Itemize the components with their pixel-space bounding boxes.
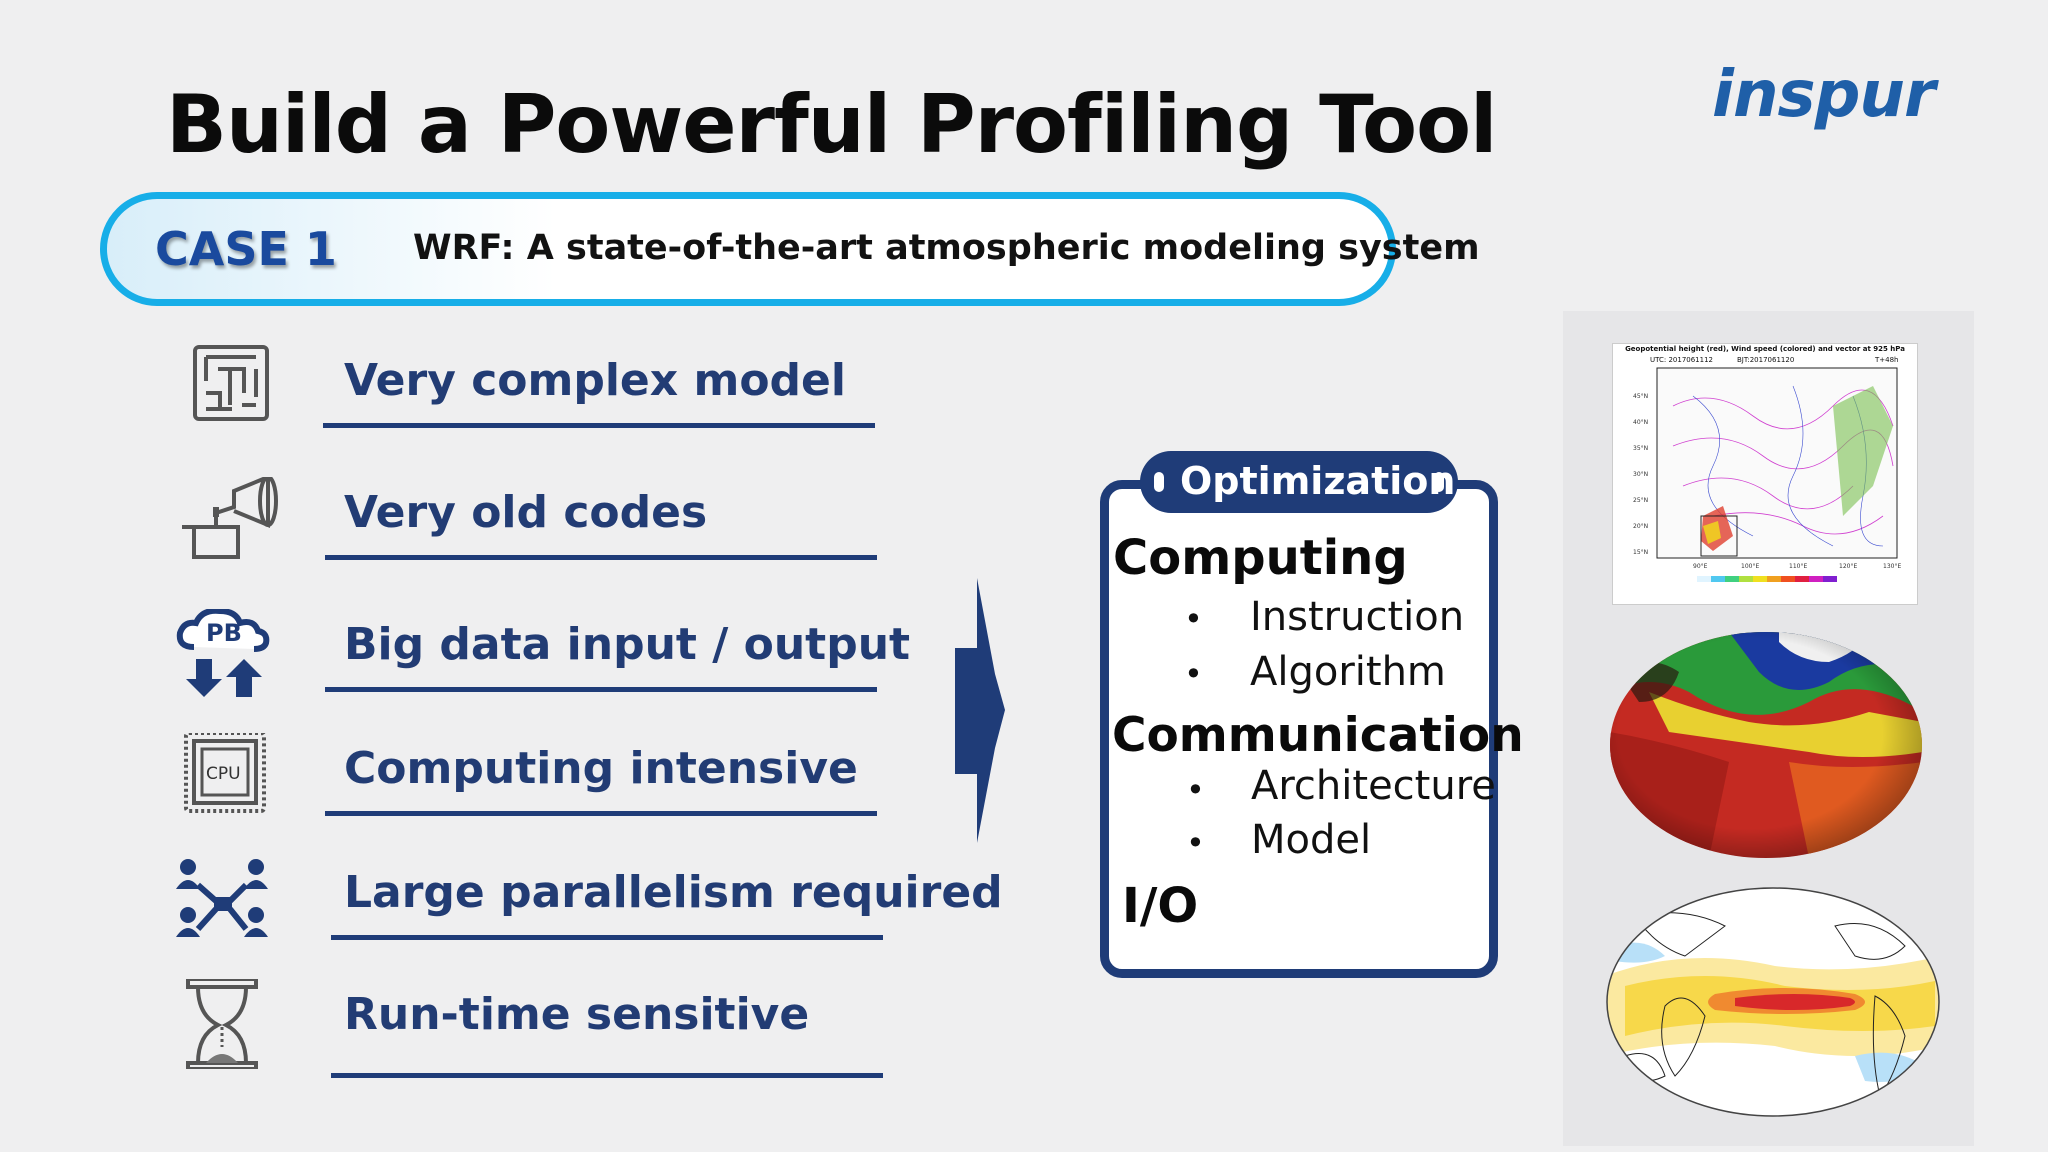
svg-text:CPU: CPU (206, 764, 241, 784)
inspur-logo: inspur (1712, 58, 1936, 132)
svg-text:20°N: 20°N (1633, 523, 1648, 530)
computing-heading: Computing (1113, 530, 1408, 586)
feature-row: Very complex model (0, 345, 920, 465)
feature-label: Large parallelism required (344, 867, 1003, 918)
map-caption: Geopotential height (red), Wind speed (c… (1625, 345, 1905, 353)
bullet-icon: • (1184, 600, 1203, 638)
case-banner (100, 192, 1396, 306)
io-heading: I/O (1122, 878, 1199, 934)
ocean-globe-image (1610, 632, 1922, 858)
svg-text:30°N: 30°N (1633, 471, 1648, 478)
feature-row: CPU Computing intensive (0, 731, 920, 853)
network-people-icon (176, 857, 286, 947)
cpu-icon: CPU (176, 731, 286, 823)
svg-text:100°E: 100°E (1741, 563, 1759, 570)
list-item: Algorithm (1250, 649, 1446, 695)
cloud-pb-icon: PB (176, 607, 286, 699)
dot-icon (1154, 472, 1164, 492)
divider (325, 555, 877, 560)
list-item: Architecture (1251, 763, 1496, 809)
communication-heading: Communication (1112, 708, 1524, 763)
dot-icon (1434, 472, 1444, 492)
page-title: Build a Powerful Profiling Tool (166, 78, 1497, 171)
list-item: Model (1251, 817, 1372, 863)
divider (323, 423, 875, 428)
weather-map-image: Geopotential height (red), Wind speed (c… (1612, 343, 1918, 605)
gramophone-icon (176, 474, 286, 567)
feature-label: Very complex model (344, 355, 846, 406)
bullet-icon: • (1184, 655, 1203, 693)
feature-label: Big data input / output (344, 619, 911, 670)
feature-row: Large parallelism required (0, 857, 1003, 977)
feature-row: Very old codes (0, 474, 920, 597)
feature-label: Run-time sensitive (344, 989, 810, 1040)
map-bjt: BJT:2017061120 (1737, 356, 1795, 364)
optimization-title: Optimization (1180, 459, 1456, 503)
arrow-right-icon (955, 578, 1005, 843)
feature-row: PB Big data input / output (0, 607, 920, 729)
svg-text:130°E: 130°E (1883, 563, 1901, 570)
svg-text:40°N: 40°N (1633, 419, 1648, 426)
map-utc: UTC: 2017061112 (1650, 356, 1713, 364)
bullet-icon: • (1186, 824, 1205, 862)
divider (325, 811, 877, 816)
svg-text:90°E: 90°E (1693, 563, 1708, 570)
case-description: WRF: A state-of-the-art atmospheric mode… (413, 228, 1480, 268)
list-item: Instruction (1250, 594, 1465, 640)
sst-anomaly-map-image (1606, 887, 1940, 1117)
svg-text:PB: PB (206, 619, 242, 647)
feature-row: Run-time sensitive (0, 977, 920, 1099)
divider (331, 935, 883, 940)
bullet-icon: • (1186, 771, 1205, 809)
svg-text:25°N: 25°N (1633, 497, 1648, 504)
svg-text:45°N: 45°N (1633, 393, 1648, 400)
hourglass-icon (176, 977, 286, 1071)
feature-label: Computing intensive (344, 743, 858, 794)
maze-icon (176, 345, 286, 435)
map-forecast: T+48h (1875, 356, 1899, 364)
svg-text:120°E: 120°E (1839, 563, 1857, 570)
svg-text:15°N: 15°N (1633, 549, 1648, 556)
svg-text:35°N: 35°N (1633, 445, 1648, 452)
divider (325, 687, 877, 692)
feature-label: Very old codes (344, 487, 708, 538)
optimization-tab: Optimization (1140, 451, 1458, 513)
divider (331, 1073, 883, 1078)
case-label: CASE 1 (155, 222, 337, 276)
svg-text:110°E: 110°E (1789, 563, 1807, 570)
